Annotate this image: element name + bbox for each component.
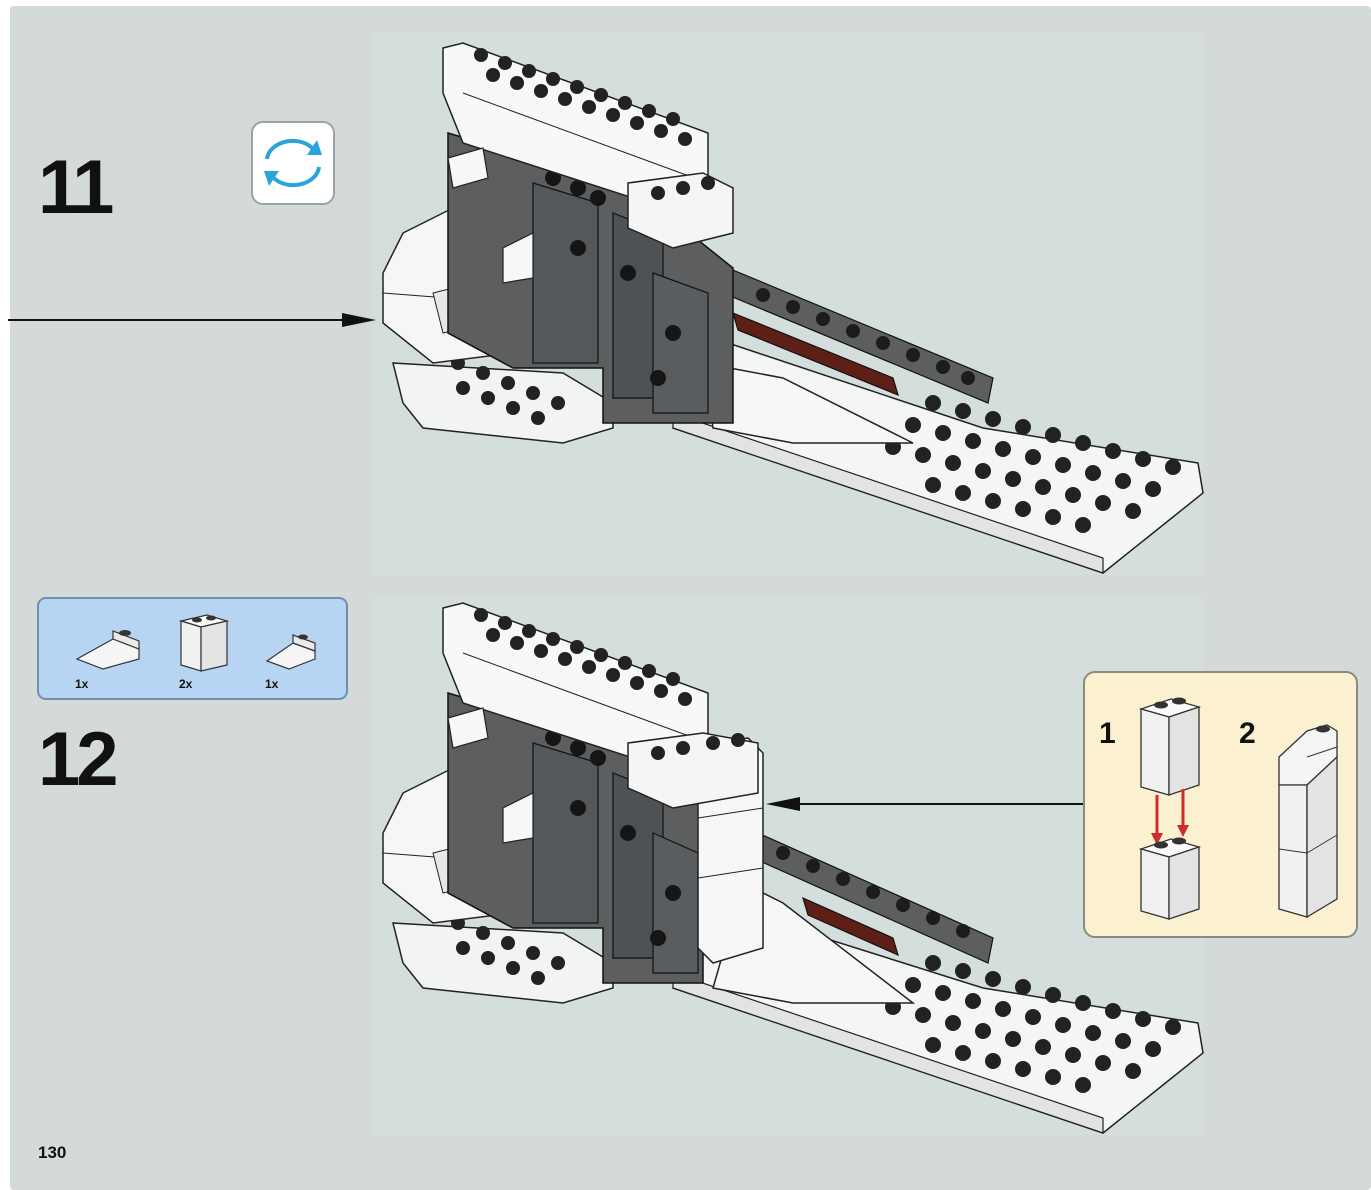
part-qty-2: 2x: [179, 677, 193, 691]
parts-list-box: 1x 2x 1x: [37, 597, 348, 700]
sub-assembly-callout: 1 2: [1083, 671, 1358, 938]
small-slope-icon: [265, 634, 316, 670]
rotate-model-box: [251, 121, 335, 205]
sub-step-1-bricks-illustration: [1138, 697, 1202, 920]
part-qty-3: 1x: [265, 677, 279, 691]
slope-brick-icon: [75, 630, 140, 670]
tall-brick-icon: [178, 614, 230, 672]
step-11-number: 11: [38, 145, 114, 230]
step-12-number: 12: [38, 717, 119, 802]
rotate-model-icon: [264, 139, 322, 187]
sub-step-2-assembled-illustration: [1278, 724, 1338, 919]
baseplate-studs: [885, 395, 1181, 533]
step-11-model-illustration: [382, 42, 1204, 574]
part-qty-1: 1x: [75, 677, 89, 691]
step-11-pointer-arrow: [8, 313, 376, 327]
sub-step-2-number: 2: [1239, 717, 1256, 750]
step-12-pointer-arrow: [766, 797, 1084, 811]
step-12-model-illustration: [382, 602, 1204, 1134]
sub-step-1-number: 1: [1099, 717, 1116, 750]
page-number: 130: [38, 1143, 67, 1162]
